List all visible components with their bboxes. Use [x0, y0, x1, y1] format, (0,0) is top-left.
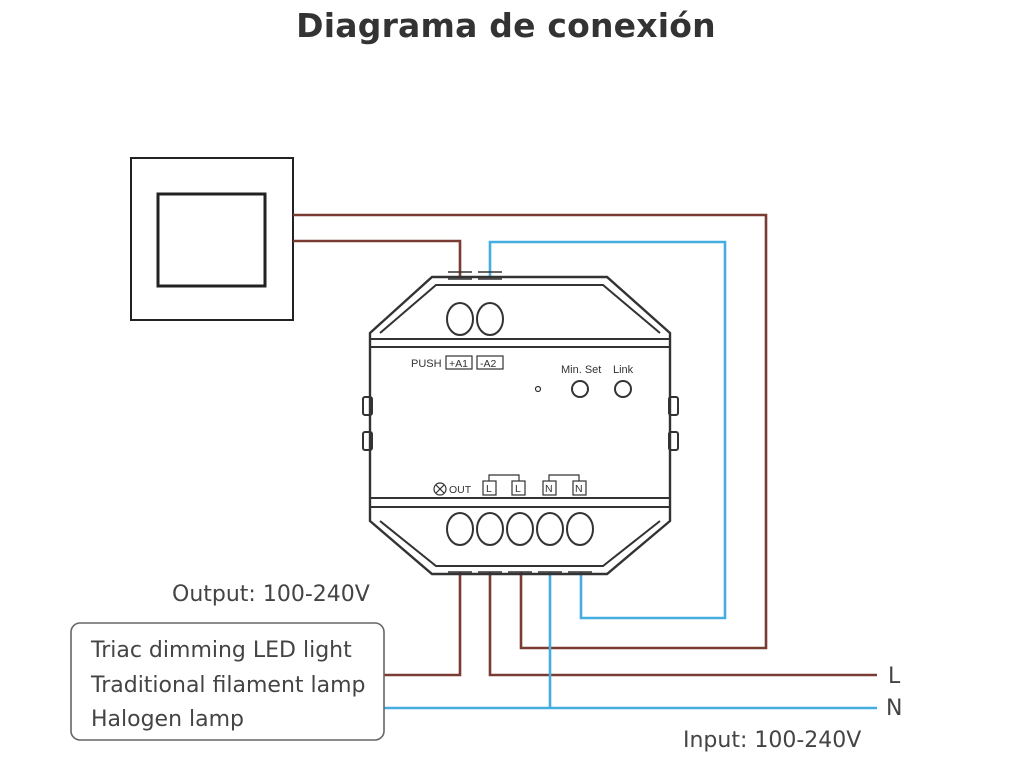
terminal-label: N: [575, 483, 583, 495]
terminal-label: N: [545, 483, 553, 495]
wire-switch-a1: [293, 239, 462, 276]
terminal-label: L: [486, 483, 492, 495]
terminal-label: L: [515, 483, 521, 495]
status-led: [534, 385, 542, 393]
wire-output-live: [384, 572, 462, 677]
push-label: PUSH: [411, 358, 442, 370]
out-label: OUT: [449, 484, 472, 496]
input-voltage-label: Input: 100-240V: [683, 728, 861, 753]
wires: [293, 213, 877, 710]
min-set-button: [571, 380, 589, 398]
link-label: Link: [613, 364, 634, 376]
load-item: Traditional filament lamp: [90, 673, 366, 698]
wire-switch-live: [293, 213, 768, 650]
wire-input-live: [488, 572, 877, 677]
a1-label: +A1: [449, 358, 468, 370]
live-line-label: L: [888, 664, 901, 689]
load-item: Triac dimming LED light: [90, 638, 352, 663]
dimmer-module: [362, 271, 679, 576]
wire-a2-neutral: [488, 240, 727, 620]
output-voltage-label: Output: 100-240V: [172, 582, 370, 607]
link-button: [614, 380, 632, 398]
min-set-label: Min. Set: [561, 364, 601, 376]
load-item: Halogen lamp: [91, 707, 244, 732]
page-title: Diagrama de conexión: [296, 6, 716, 45]
a2-label: -A2: [480, 358, 497, 370]
load-box: Triac dimming LED light Traditional fila…: [70, 622, 385, 741]
neutral-line-label: N: [886, 696, 902, 721]
wall-push-switch-icon: [130, 157, 294, 321]
